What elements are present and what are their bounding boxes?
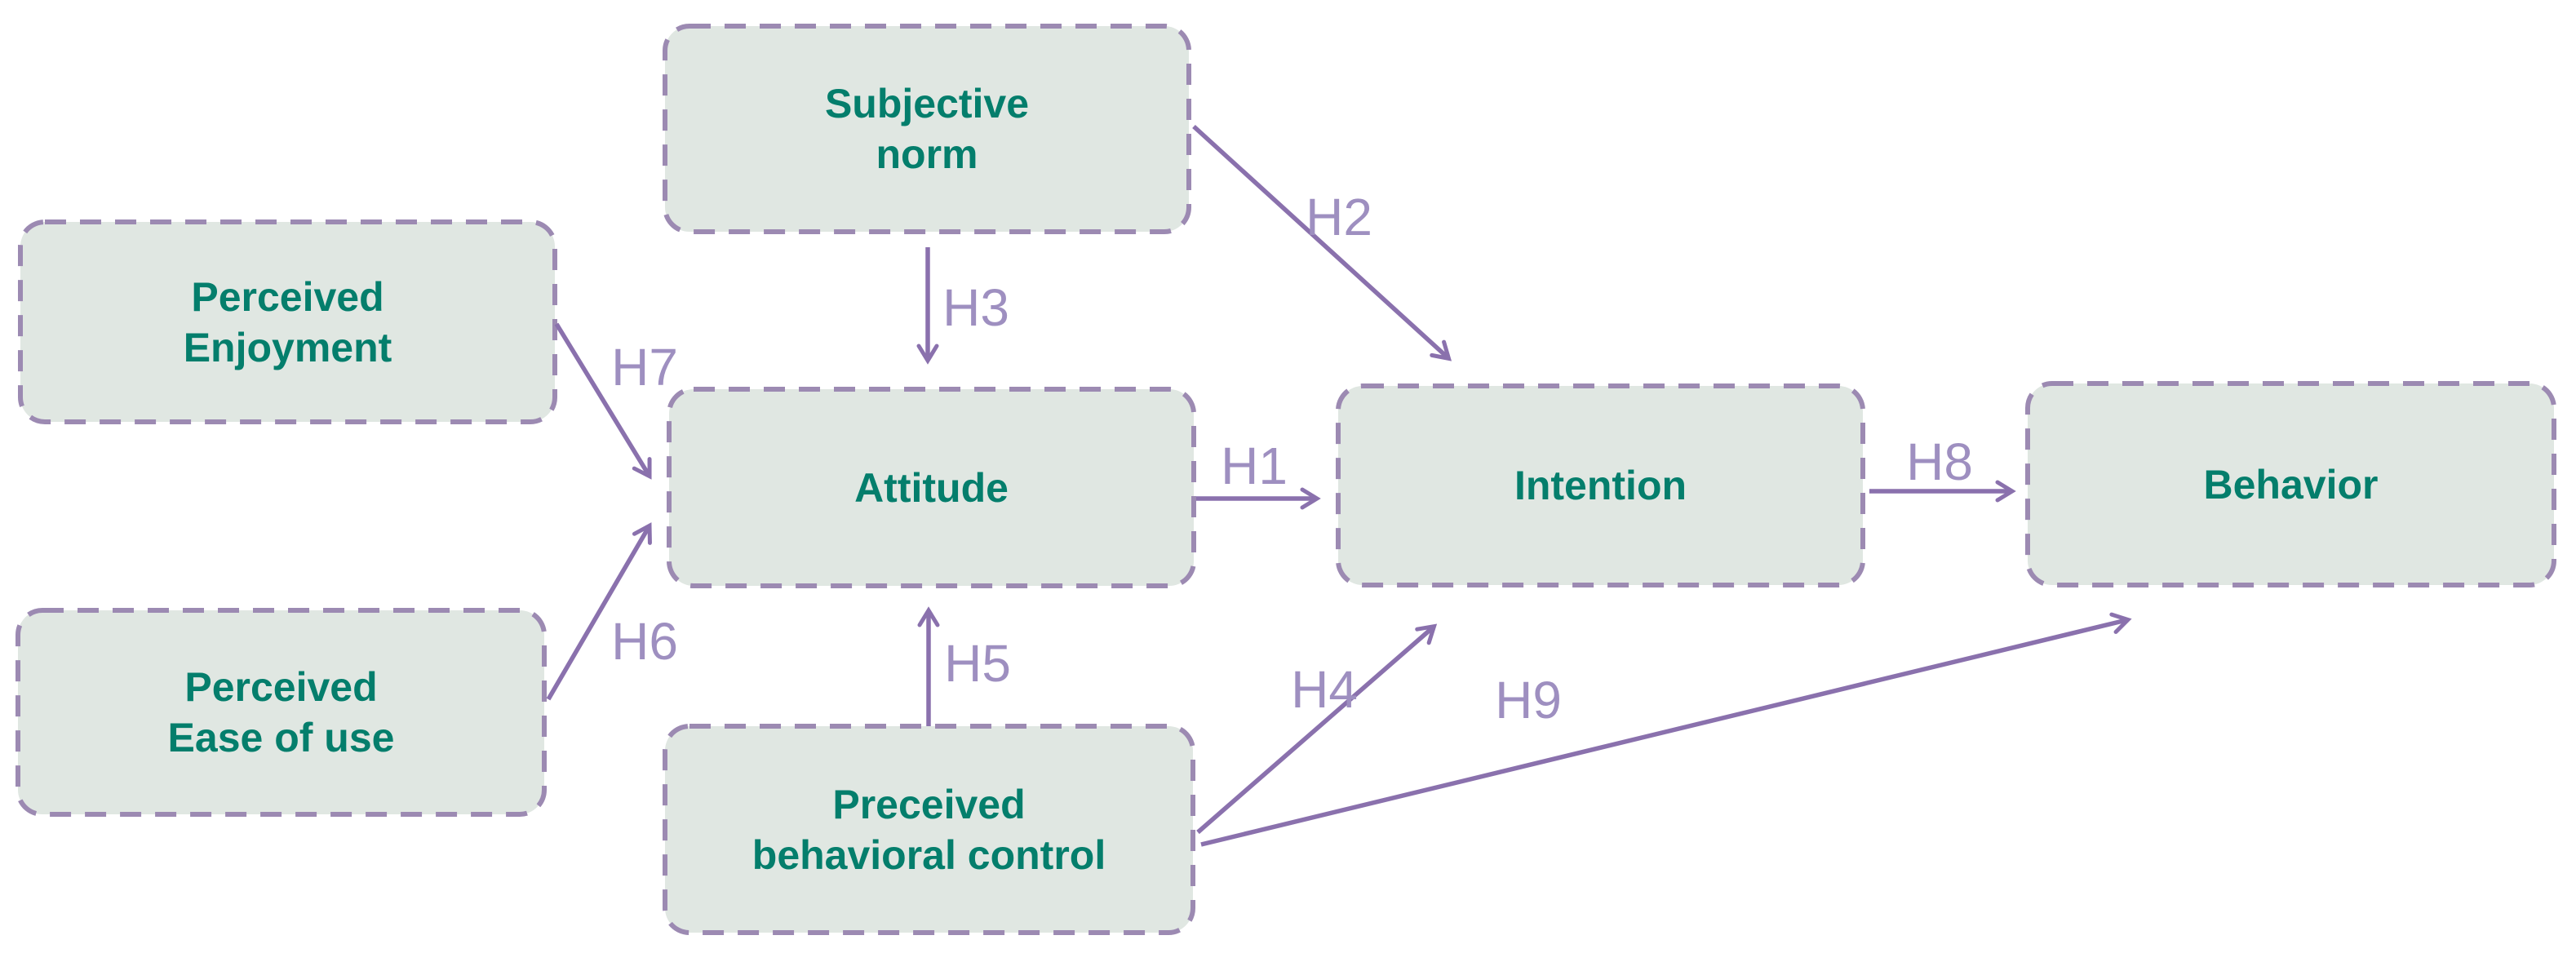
edge-h6-label: H6 [611, 612, 678, 671]
node-behavior-box [2025, 381, 2556, 587]
edge-h9-line [1200, 612, 2132, 847]
node-intention-label: Intention [1514, 463, 1687, 508]
edge-h4-line [1196, 623, 1438, 835]
node-intention: Intention [1338, 386, 1863, 585]
node-perceived-ease-label-line2: Ease of use [167, 715, 395, 760]
node-perceived-enjoyment-label-line2: Enjoyment [183, 324, 392, 370]
edge-h7-label: H7 [611, 338, 678, 397]
node-perceived-enjoyment: Perceived Enjoyment [20, 222, 555, 422]
node-attitude: Attitude [669, 389, 1194, 586]
node-pbc-box [663, 724, 1195, 935]
edge-h9-label: H9 [1495, 671, 1562, 729]
node-behavior: Behavior [2028, 383, 2554, 585]
node-pbc: Preceived behavioral control [665, 726, 1193, 933]
node-perceived-ease-box [16, 608, 547, 817]
node-pbc-label-line2: behavioral control [752, 831, 1106, 878]
node-attitude-label: Attitude [854, 464, 1009, 511]
edge-h8-label: H8 [1906, 432, 1973, 491]
node-attitude-box [667, 387, 1196, 588]
node-subjective-norm-label-line2: norm [876, 131, 978, 177]
node-perceived-enjoyment-label-line1: Perceived [191, 273, 384, 320]
edge-h4-label: H4 [1291, 660, 1358, 719]
node-perceived-enjoyment-box [18, 219, 557, 424]
edge-h2-line [1192, 124, 1452, 361]
node-perceived-ease-label-line1: Perceived [184, 664, 378, 710]
node-subjective-norm: Subjective norm [665, 26, 1189, 232]
node-pbc-label-line1: Preceived [832, 781, 1026, 827]
edge-h1-label: H1 [1221, 437, 1288, 495]
edge-h5-label: H5 [944, 634, 1011, 693]
node-intention-box [1336, 383, 1865, 587]
edge-h3-label: H3 [942, 278, 1009, 337]
node-behavior-label: Behavior [2203, 461, 2379, 508]
edge-h2-label: H2 [1306, 188, 1372, 246]
node-perceived-ease: Perceived Ease of use [18, 610, 544, 814]
node-subjective-norm-box [663, 24, 1191, 234]
edge-h6-line [546, 522, 652, 701]
node-subjective-norm-label-line1: Subjective [824, 81, 1030, 126]
edge-h7-line [554, 322, 652, 480]
